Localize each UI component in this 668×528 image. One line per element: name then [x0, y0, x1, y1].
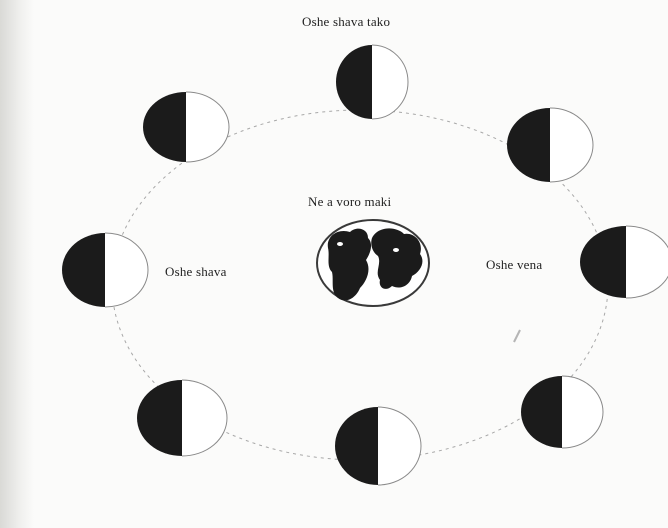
moon-upper-right — [507, 107, 594, 183]
moon-right — [580, 225, 668, 299]
moon-top — [336, 44, 409, 120]
moon-left — [62, 232, 149, 308]
label-top-phase: Oshe shava tako — [302, 14, 391, 29]
earth-icon — [316, 219, 430, 307]
label-right-phase: Oshe vena — [486, 257, 543, 272]
moon-lower-right — [521, 375, 604, 449]
moon-lower-left — [137, 379, 228, 457]
moon-bottom — [335, 406, 422, 486]
stray-mark — [513, 329, 521, 343]
label-left-phase: Oshe shava — [165, 264, 227, 279]
page-edge-shadow — [0, 0, 34, 528]
label-earth: Ne a voro maki — [308, 194, 392, 209]
moon-upper-left — [143, 91, 230, 163]
